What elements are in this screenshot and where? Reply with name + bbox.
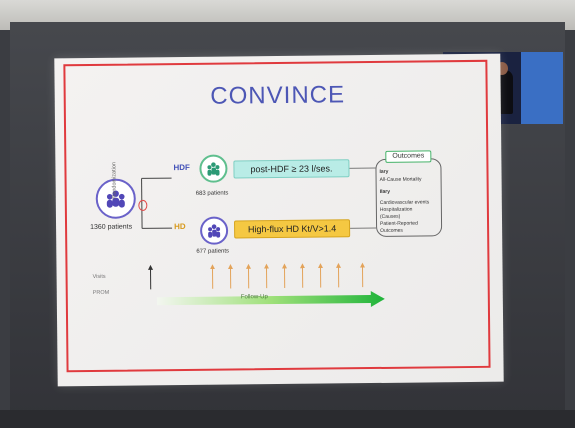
hdf-arm-label: HDF [173, 162, 190, 173]
hd-treatment-box: High-flux HD Kt/V>1.4 [234, 219, 351, 239]
visit-arrows [148, 262, 366, 290]
patients-group-icon [95, 178, 136, 219]
primary-outcome: All-Cause Mortality [379, 176, 422, 183]
secondary-outcome-1: Cardiovascular events [379, 199, 430, 206]
hdf-treatment-box: post-HDF ≥ 23 l/ses. [233, 159, 350, 179]
outcomes-header: Outcomes [392, 152, 425, 160]
hdf-treatment-text: post-HDF ≥ 23 l/ses. [250, 163, 333, 175]
hd-group-icon [199, 216, 229, 245]
secondary-outcome-label: IIary [379, 188, 391, 195]
outcome-connectors [349, 167, 377, 229]
hdf-group-icon [199, 154, 228, 183]
prom-label: PROM [92, 289, 110, 296]
slide-title: CONVINCE [210, 81, 346, 110]
hd-arm-label: HD [174, 221, 186, 232]
hd-treatment-text: High-flux HD Kt/V>1.4 [247, 223, 337, 235]
secondary-outcome-2: Hospitalization [379, 206, 413, 213]
secondary-outcome-4: Patient-Reported [380, 220, 418, 227]
outcomes-header-box: Outcomes [385, 150, 432, 163]
hd-patients-label: 677 patients [196, 248, 230, 255]
visits-label: Visits [92, 273, 106, 280]
total-patients-label: 1360 patients [90, 223, 133, 231]
follow-up-label: Follow-Up [240, 294, 268, 301]
randomization-label: Randomization [111, 162, 118, 199]
floor [0, 410, 575, 428]
primary-outcome-label: Iary [379, 168, 389, 175]
follow-up-arrow [156, 291, 385, 308]
presentation-slide: CONVINCE 1360 patients Randomization HDF… [54, 53, 504, 387]
randomization-branches [138, 177, 173, 229]
secondary-outcome-5: Outcomes [380, 227, 403, 234]
hdf-patients-label: 683 patients [195, 190, 229, 197]
secondary-outcome-3: (Causes) [379, 213, 401, 220]
